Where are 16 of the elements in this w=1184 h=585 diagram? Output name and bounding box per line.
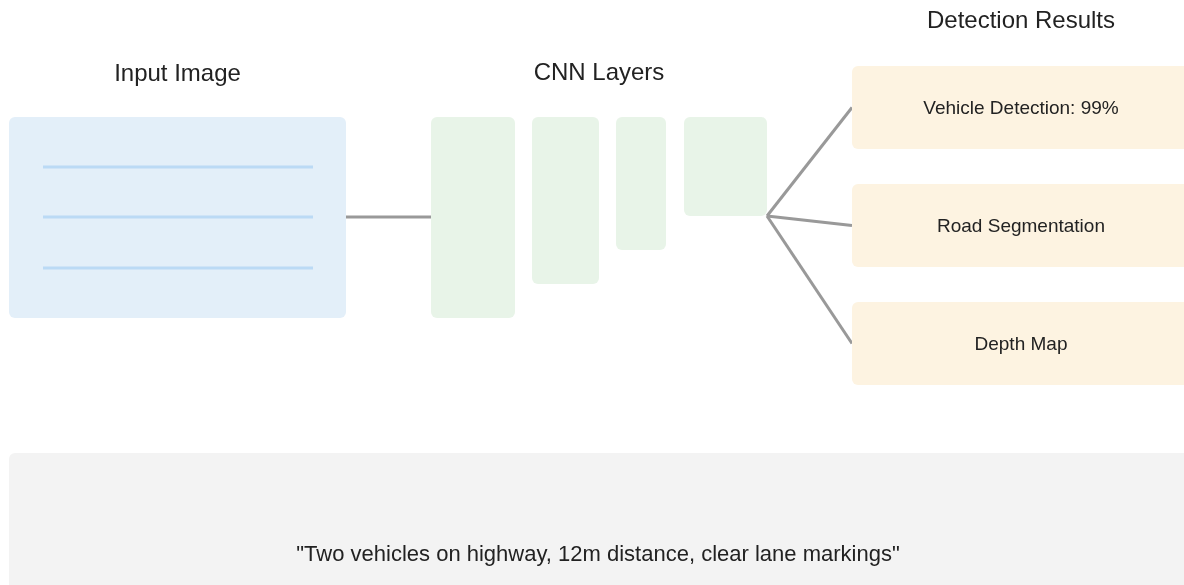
layer-block (431, 117, 515, 318)
result-box (852, 66, 1184, 149)
connector-line (766, 214, 853, 227)
section-heading: Detection Results (926, 6, 1116, 34)
section-heading: CNN Layers (533, 58, 665, 86)
image-heading: Input Image (114, 59, 241, 87)
connector-line (346, 215, 431, 219)
result-box (852, 302, 1184, 385)
layer-block (684, 117, 767, 216)
connector-line (765, 106, 854, 217)
result-text: Road Segmentation (936, 214, 1106, 237)
result-text: Depth Map (973, 332, 1069, 355)
result-box (852, 184, 1184, 267)
result-text: Vehicle Detection: 99% (922, 96, 1120, 119)
connector-line (765, 215, 854, 345)
caption-text: "Two vehicles on highway, 12m distance, clear lane markings" (295, 541, 901, 567)
